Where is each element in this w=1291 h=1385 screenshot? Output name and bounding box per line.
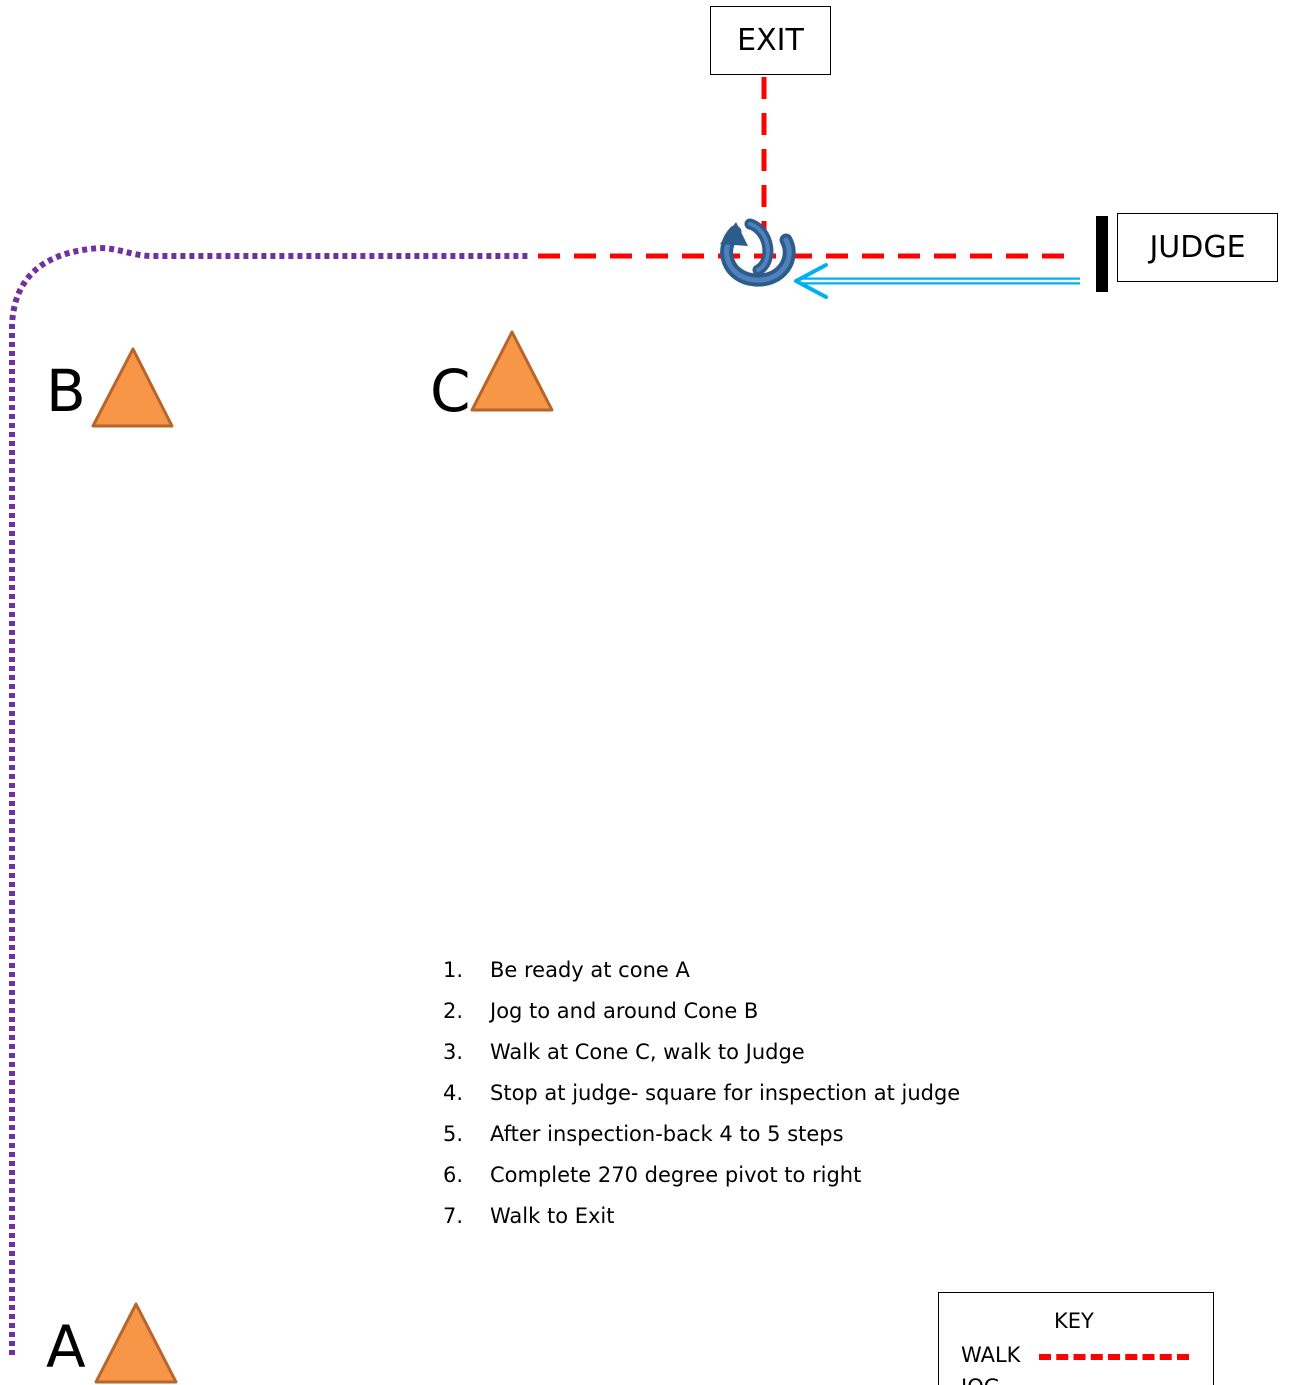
cone-a-label: A (46, 1313, 86, 1381)
judge-label: JUDGE (1149, 230, 1246, 265)
arrow-left-icon (794, 263, 1080, 299)
list-item: 6.Complete 270 degree pivot to right (443, 1163, 862, 1187)
judge-box: JUDGE (1117, 213, 1278, 282)
cone-b-label: B (46, 357, 86, 425)
list-item: 2.Jog to and around Cone B (443, 999, 759, 1023)
legend-title: KEY (1054, 1309, 1094, 1333)
legend-jog-label: JOG (961, 1375, 1000, 1385)
pivot-icon (720, 218, 796, 287)
list-item: 4.Stop at judge- square for inspection a… (443, 1081, 961, 1105)
cone-c-label: C (430, 357, 471, 425)
legend-box: KEY WALK JOG (938, 1292, 1214, 1385)
instruction-list: 1.Be ready at cone A 2.Jog to and around… (443, 955, 960, 1242)
list-item: 3.Walk at Cone C, walk to Judge (443, 1040, 805, 1064)
legend-walk-swatch (1039, 1354, 1189, 1360)
jog-path (9, 244, 530, 1355)
judge-marker-icon (1096, 216, 1108, 292)
cone-c-icon (470, 330, 554, 412)
list-item: 7.Walk to Exit (443, 1204, 615, 1228)
cone-a-icon (94, 1302, 178, 1384)
legend-walk-label: WALK (961, 1343, 1021, 1367)
list-item: 1.Be ready at cone A (443, 958, 690, 982)
list-item: 5.After inspection-back 4 to 5 steps (443, 1122, 844, 1146)
cone-b-icon (91, 347, 174, 428)
exit-label: EXIT (737, 23, 804, 58)
exit-box: EXIT (710, 6, 831, 75)
